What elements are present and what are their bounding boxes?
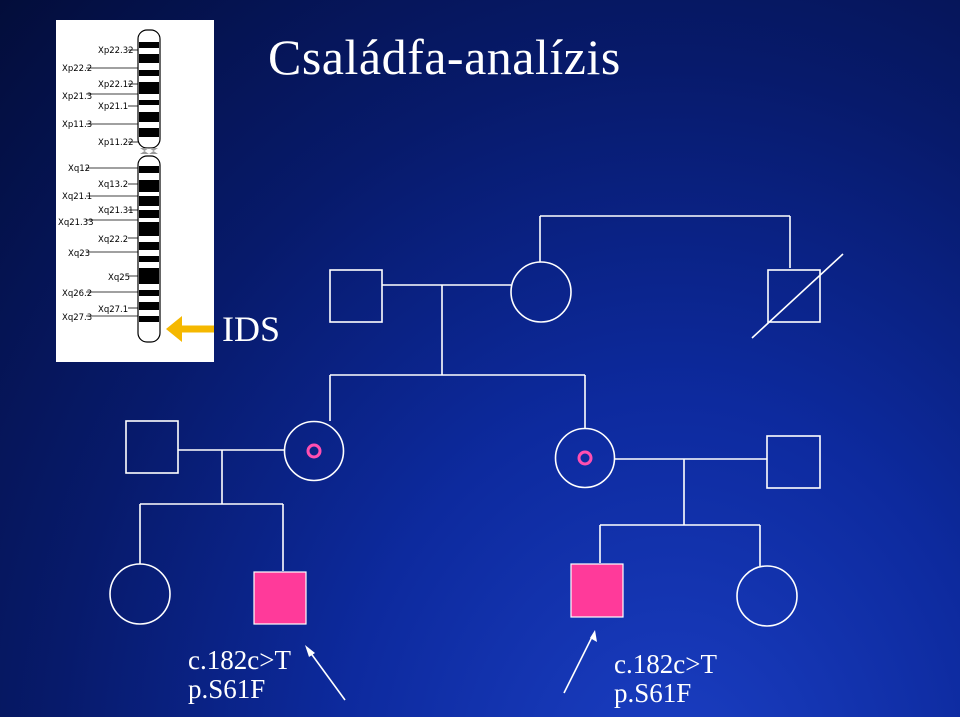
band-label: Xq12: [68, 164, 90, 174]
protein-change: p.S61F: [188, 674, 266, 704]
spouse-male-left-symbol: [125, 420, 179, 474]
band-tick-lines: [86, 49, 138, 317]
spouse-male-right-symbol: [766, 435, 821, 489]
p-band-labels: Xp22.32 Xp22.2 Xp22.12 Xp21.3 Xp21.1 Xp1…: [62, 46, 134, 148]
band-label: Xp22.32: [98, 46, 134, 56]
gene-locus-arrow-icon: [166, 316, 214, 342]
band-label: Xq21.31: [98, 206, 134, 216]
pointer-arrow-right-icon: [563, 630, 597, 694]
grandmother-female-symbol: [510, 261, 572, 323]
band-label: Xp11.22: [98, 138, 134, 148]
band-label: Xq25: [108, 273, 130, 283]
p-arm-bands: [139, 42, 159, 137]
slide-title: Családfa-analízis: [268, 29, 621, 85]
carrier-dot-icon: [577, 450, 593, 466]
band-label: Xp21.1: [98, 102, 128, 112]
band-label: Xq27.3: [62, 313, 92, 323]
band-label: Xq26.2: [62, 289, 92, 299]
band-label: Xq21.33: [58, 218, 94, 228]
q-band-labels: Xq12 Xq13.2 Xq21.1 Xq21.31 Xq21.33 Xq22.…: [58, 164, 134, 323]
mutation-label-right: c.182c>T p.S61F: [614, 650, 717, 708]
grandfather-male-symbol: [329, 269, 383, 323]
band-label: Xq23: [68, 249, 90, 259]
pedigree-lines: [139, 215, 791, 571]
q-arm-bands: [139, 166, 159, 322]
pointer-arrow-left-icon: [305, 645, 346, 701]
affected-male-left-symbol: [253, 571, 307, 625]
daughter-left-female-symbol: [109, 563, 171, 625]
mutation-label-left: c.182c>T p.S61F: [188, 646, 291, 704]
band-label: Xp11.3: [62, 120, 92, 130]
cdna-change: c.182c>T: [188, 645, 291, 675]
band-label: Xq13.2: [98, 180, 128, 190]
affected-male-right-symbol: [570, 563, 624, 618]
ids-gene-label: IDS: [222, 309, 281, 349]
centromere: [140, 148, 158, 154]
x-chromosome-ideogram: Xp22.32 Xp22.2 Xp22.12 Xp21.3 Xp21.1 Xp1…: [56, 20, 214, 362]
ideogram-svg: Xp22.32 Xp22.2 Xp22.12 Xp21.3 Xp21.1 Xp1…: [58, 29, 161, 343]
band-label: Xp22.12: [98, 80, 134, 90]
carrier-female-left-symbol: [283, 420, 345, 482]
deceased-male-symbol: [751, 253, 844, 339]
daughter-right-female-symbol: [736, 565, 798, 627]
cdna-change: c.182c>T: [614, 649, 717, 679]
protein-change: p.S61F: [614, 678, 692, 708]
carrier-female-right-symbol: [554, 427, 616, 489]
band-label: Xq22.2: [98, 235, 128, 245]
band-label: Xp22.2: [62, 64, 92, 74]
carrier-dot-icon: [306, 443, 322, 459]
band-label: Xp21.3: [62, 92, 92, 102]
band-label: Xq21.1: [62, 192, 92, 202]
band-label: Xq27.1: [98, 305, 128, 315]
